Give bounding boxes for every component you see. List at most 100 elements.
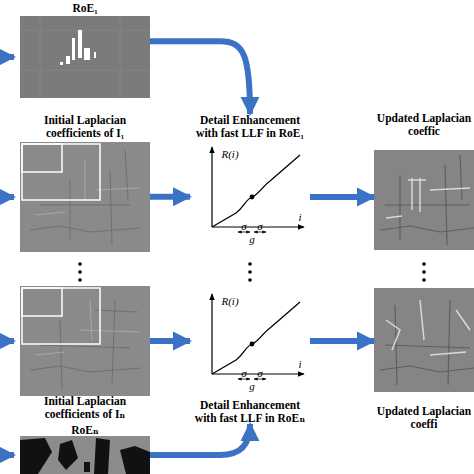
updated-image-1: [374, 150, 474, 250]
figure-panel: Initial Laplacian coefficients of I₁: [20, 114, 150, 252]
plot-label: R(i): [221, 148, 238, 160]
panel-caption: Detail Enhancement with fast LLF in RoE₁: [190, 114, 310, 139]
roe-map-1: [20, 16, 150, 98]
laplacian-image-1: [40, 205, 130, 206]
panel-caption: RoE₁: [20, 2, 150, 15]
updated-image-1: [430, 188, 470, 190]
plot-label: i: [298, 358, 301, 370]
laplacian-image-1: [30, 150, 140, 245]
laplacian-image-1: [95, 188, 140, 190]
laplacian-image-n: [80, 330, 140, 332]
ellipsis-dots: [422, 278, 426, 282]
input-arrows: [0, 54, 14, 60]
updated-image-n: [420, 300, 424, 340]
remap-plot-1: [212, 147, 304, 232]
updated-image-1: [419, 178, 421, 212]
plot-label: σ: [241, 220, 246, 232]
flow-arrow: [150, 338, 190, 344]
panel-caption: Initial Laplacian coefficients of Iₙ: [20, 395, 150, 420]
laplacian-image-1: [110, 170, 112, 245]
figure-panel: Detail Enhancement with fast LLF in RoEₙ: [190, 290, 310, 424]
flow-arrow: [150, 424, 250, 455]
laplacian-image-1: [85, 160, 86, 200]
figure-panel: RoE₁: [20, 2, 150, 100]
roe-map-1: [60, 62, 63, 65]
laplacian-image-n: [95, 310, 138, 312]
laplacian-image-n: [60, 320, 62, 390]
input-arrows: [0, 338, 14, 344]
updated-image-1: [374, 150, 474, 250]
updated-image-1: [386, 178, 470, 218]
laplacian-image-1: [22, 144, 100, 200]
roe-map-1: [84, 48, 90, 60]
ellipsis-dots: [248, 278, 252, 282]
laplacian-image-n: [30, 366, 140, 372]
updated-image-n: [374, 288, 474, 392]
updated-image-1: [399, 175, 400, 240]
plot-label: i: [298, 211, 301, 223]
laplacian-image-1: [20, 142, 150, 252]
roe-map-1: [60, 30, 96, 65]
plot-label: σ: [257, 220, 262, 232]
laplacian-image-n: [35, 352, 65, 355]
input-arrows: [0, 57, 14, 455]
remap-plot-n: [212, 294, 304, 379]
updated-image-n: [430, 352, 466, 355]
input-arrows: [0, 194, 14, 200]
figure-panel: Initial Laplacian coefficients of Iₙ: [20, 286, 150, 420]
remap-plot-n: [212, 302, 300, 374]
updated-image-n: [386, 300, 470, 355]
ellipsis-dots: [78, 278, 82, 282]
ellipsis-dots: [78, 262, 82, 266]
ellipsis-dots: [78, 270, 82, 274]
roe-map-1: [40, 16, 41, 98]
ellipsis-dots: [248, 262, 252, 266]
roe-map-n: [58, 440, 78, 470]
updated-image-n: [385, 345, 470, 348]
roe-map-1: [78, 30, 82, 58]
flow-arrow: [150, 194, 190, 200]
updated-image-n: [380, 300, 474, 385]
remap-plot-n: [211, 294, 212, 374]
laplacian-image-1: [35, 160, 140, 215]
updated-image-1: [385, 204, 470, 205]
updated-image-n: [386, 320, 400, 350]
updated-image-n: [448, 300, 450, 385]
input-arrows: [0, 452, 14, 458]
plot-label: g: [249, 233, 255, 245]
laplacian-image-1: [125, 150, 128, 200]
laplacian-image-1: [35, 212, 65, 215]
panel-caption: Detail Enhancement with fast LLF in RoEₙ: [190, 399, 310, 424]
laplacian-image-n: [20, 286, 150, 396]
plot-label: g: [249, 380, 255, 392]
flow-arrow: [310, 338, 374, 344]
panel-caption: RoEₙ: [20, 424, 150, 437]
roe-map-n: [20, 438, 150, 474]
laplacian-image-1: [70, 180, 71, 240]
laplacian-image-n: [22, 288, 62, 316]
roe-map-n: [20, 436, 150, 474]
plot-label: σ: [257, 367, 262, 379]
laplacian-image-1: [22, 144, 62, 172]
remap-plot-1: [212, 155, 300, 227]
roe-map-1: [72, 38, 75, 60]
flow-arrow: [310, 194, 374, 200]
roe-map-n: [20, 436, 150, 474]
roe-map-n: [94, 438, 110, 474]
updated-image-1: [408, 179, 426, 181]
updated-image-1: [380, 155, 474, 245]
remap-plot-1: [250, 195, 255, 200]
flow-arrow: [150, 41, 250, 114]
figure-panel: RoEₙ: [20, 424, 150, 474]
ellipsis-dots: [422, 262, 426, 266]
laplacian-image-n: [90, 300, 92, 340]
roe-map-1: [94, 52, 96, 58]
laplacian-image-n: [112, 300, 115, 385]
roe-map-1: [20, 16, 150, 98]
roe-map-1: [120, 16, 121, 98]
updated-image-n: [380, 366, 474, 372]
roe-map-1: [20, 16, 150, 98]
figure-panel: Detail Enhancement with fast LLF in RoE₁: [190, 114, 310, 250]
figure-panel: Updated Laplacian coeffic: [374, 112, 474, 250]
